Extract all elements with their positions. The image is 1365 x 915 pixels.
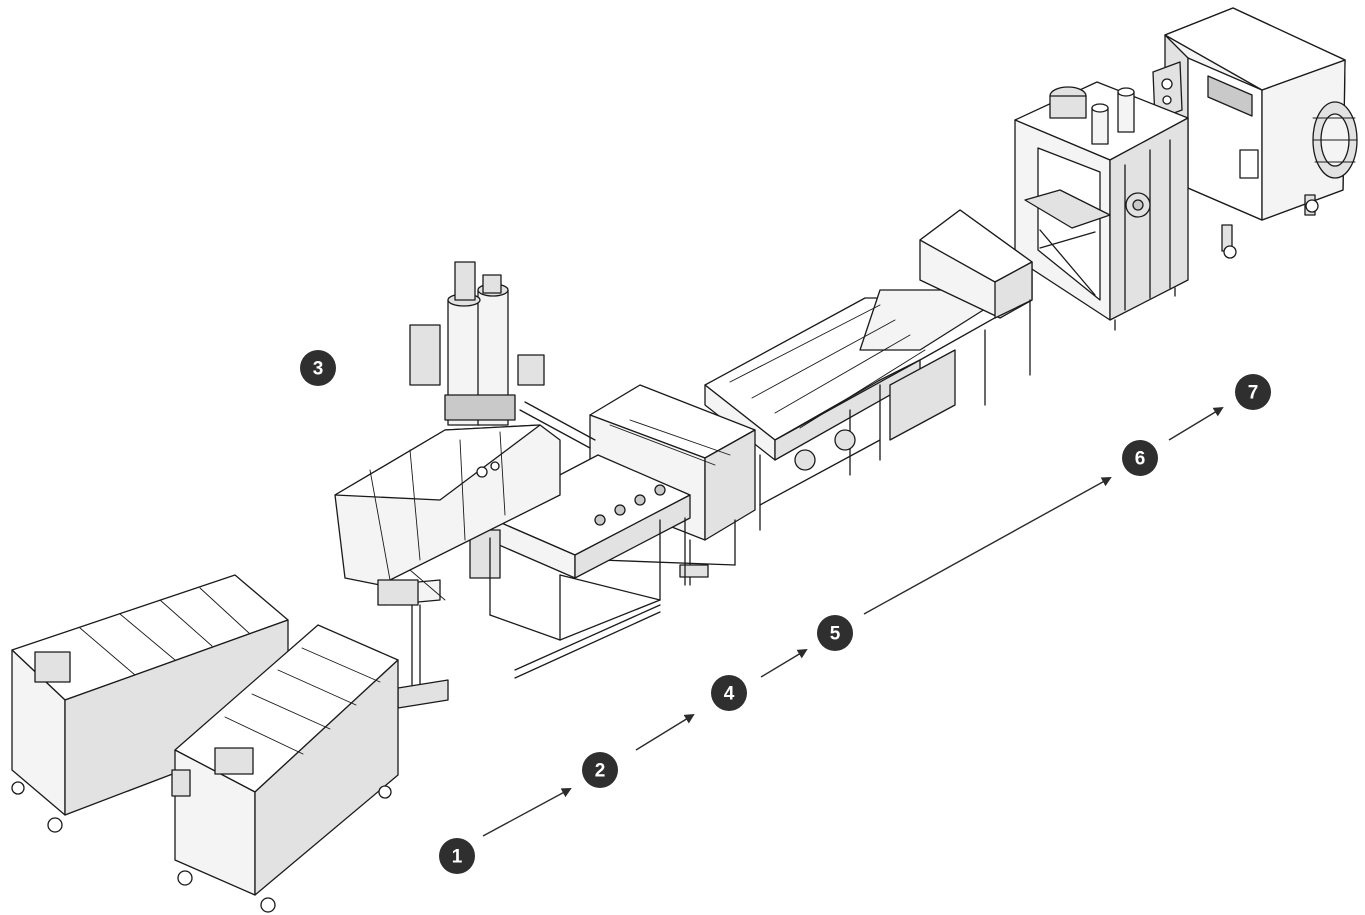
station-conveyor-table <box>704 209 1033 531</box>
marker-6-label: 6 <box>1135 449 1146 470</box>
marker-6: 6 <box>1122 440 1158 476</box>
station-material-bin-rear <box>11 574 289 833</box>
marker-4: 4 <box>711 675 747 711</box>
marker-5: 5 <box>817 615 853 651</box>
station-sizing-table <box>469 454 691 679</box>
marker-4-label: 4 <box>724 684 735 705</box>
marker-5-label: 5 <box>830 624 841 645</box>
marker-1-label: 1 <box>452 847 463 868</box>
station-material-bin-front <box>171 624 399 913</box>
flow-arrow-4-to-5 <box>760 648 808 678</box>
flow-arrow-6-to-7 <box>1168 406 1224 441</box>
marker-3-label: 3 <box>313 359 324 380</box>
marker-3: 3 <box>300 350 336 386</box>
flow-arrow-5-to-6 <box>863 477 1112 615</box>
flow-arrow-1-to-2 <box>482 788 572 837</box>
marker-2: 2 <box>582 752 618 788</box>
station-oven-unit <box>1152 7 1358 259</box>
marker-7-label: 7 <box>1248 383 1259 404</box>
flow-arrow-2-to-4 <box>635 713 695 751</box>
marker-2-label: 2 <box>595 761 606 782</box>
station-extruder <box>334 261 596 709</box>
marker-7: 7 <box>1235 374 1271 410</box>
station-cutter-frame <box>1014 81 1189 331</box>
marker-1: 1 <box>439 838 475 874</box>
